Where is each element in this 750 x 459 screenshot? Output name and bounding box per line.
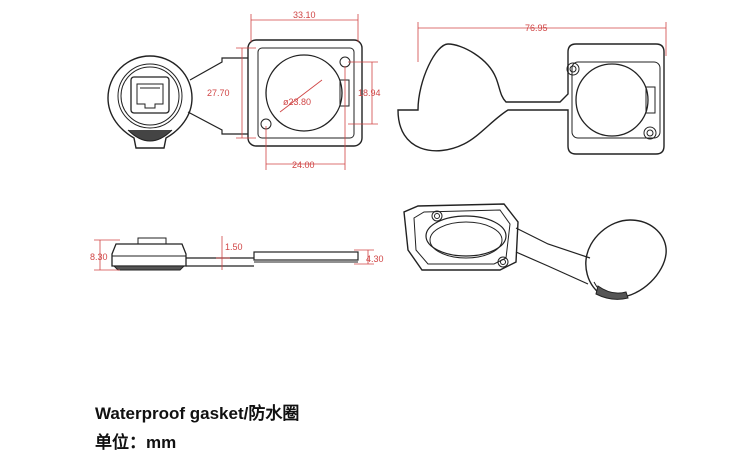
front-key-notch <box>339 79 350 107</box>
caption-unit: 单位：mm <box>95 433 177 452</box>
dim-hole-spacing-v: 18.94 <box>358 88 381 98</box>
rj45-port <box>136 83 164 109</box>
front-cap-inner-ring <box>117 63 183 129</box>
top-mount-hole-1 <box>566 62 580 76</box>
top-dimensions <box>417 22 667 62</box>
side-strap <box>186 257 254 267</box>
top-plate-inner <box>571 61 661 139</box>
caption-title: Waterproof gasket/防水圈 <box>95 404 300 423</box>
top-key-notch <box>645 86 656 114</box>
side-view <box>111 237 359 271</box>
rj45-socket <box>130 76 170 114</box>
top-view <box>397 43 665 155</box>
front-cap-inner-ring-2 <box>120 66 180 126</box>
top-mount-hole-2 <box>643 126 657 140</box>
side-flange <box>253 251 359 261</box>
top-cap-outline <box>397 43 665 155</box>
front-view <box>107 39 363 149</box>
iso-mount-hole-1 <box>431 210 443 222</box>
side-cap-top <box>137 237 167 245</box>
iso-plate-outline <box>403 203 519 271</box>
front-dimensions <box>236 14 378 170</box>
side-cap-body <box>111 243 187 267</box>
front-plate <box>247 39 363 147</box>
top-hole <box>575 63 649 137</box>
side-cap-base <box>112 265 186 271</box>
dim-hole-diameter: ø23.80 <box>283 97 311 107</box>
dim-total-height: 8.30 <box>90 252 108 262</box>
iso-hole <box>425 215 507 257</box>
isometric-view <box>403 203 667 300</box>
dim-hole-spacing-h: 24.00 <box>292 160 315 170</box>
front-strap <box>187 57 248 135</box>
dim-flange-height: 4.30 <box>366 254 384 264</box>
iso-cap-rim <box>595 285 629 300</box>
side-dimensions <box>94 236 374 271</box>
dim-plate-height: 27.70 <box>207 88 230 98</box>
front-plate-inner <box>257 47 355 139</box>
iso-mount-hole-2 <box>497 256 509 268</box>
dim-strap-thickness: 1.50 <box>225 242 243 252</box>
cap-pull-tab <box>127 129 173 142</box>
dim-top-width: 33.10 <box>293 10 316 20</box>
front-cap-outline <box>107 55 193 149</box>
iso-strap <box>515 227 591 285</box>
dim-total-length: 76.95 <box>525 23 548 33</box>
iso-plate-inner <box>413 209 511 265</box>
front-hole <box>265 54 343 132</box>
